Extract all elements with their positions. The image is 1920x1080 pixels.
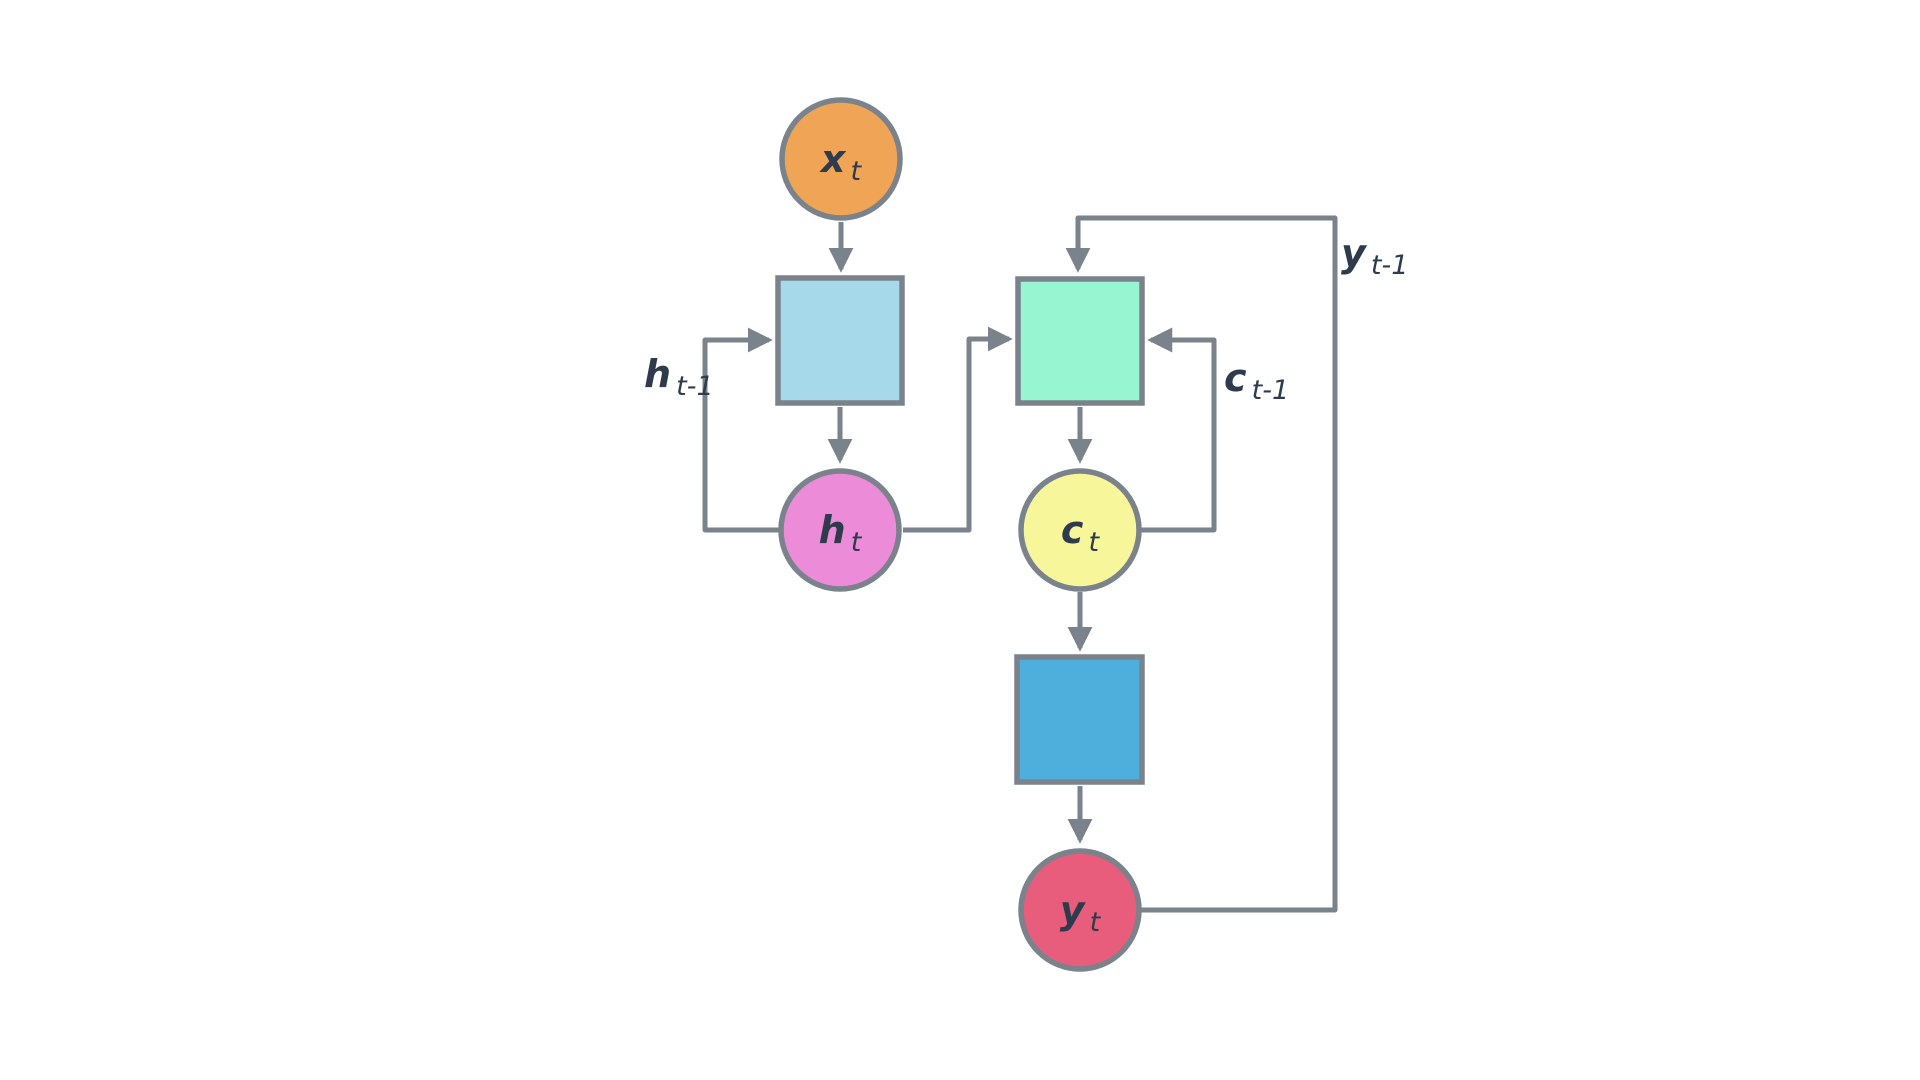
hidden-block-square — [775, 275, 905, 406]
label-xt: x t — [819, 137, 863, 187]
label-ht-sub: t — [851, 527, 863, 558]
label-y-prev: y t-1 — [1341, 231, 1408, 281]
label-ht: h t — [819, 508, 863, 558]
label-ct-main: c — [1061, 508, 1084, 552]
edge-ht-to-cell-block — [903, 326, 1013, 533]
edge-ct-feedback-loop — [1141, 327, 1217, 533]
label-ht-main: h — [819, 508, 846, 552]
label-h-prev-main: h — [644, 352, 671, 396]
label-ct-sub: t — [1089, 527, 1101, 558]
label-h-prev: h t-1 — [644, 352, 714, 402]
label-c-prev-main: c — [1224, 356, 1247, 400]
label-xt-main: x — [819, 137, 847, 181]
label-yt-sub: t — [1090, 907, 1102, 938]
label-h-prev-sub: t-1 — [676, 371, 714, 402]
node-yt-circle — [1018, 848, 1142, 972]
label-yt-main: y — [1060, 888, 1087, 932]
output-block-square — [1014, 654, 1145, 785]
label-c-prev: c t-1 — [1224, 356, 1289, 406]
label-c-prev-sub: t-1 — [1252, 375, 1290, 406]
cell-block-square — [1015, 276, 1145, 406]
label-y-prev-sub: t-1 — [1371, 250, 1409, 281]
label-y-prev-main: y — [1341, 231, 1368, 275]
edge-ht-feedback-loop — [702, 327, 780, 533]
label-ct: c t — [1061, 508, 1101, 558]
label-yt: y t — [1060, 888, 1102, 938]
edge-yt-feedback-loop — [1065, 215, 1338, 913]
node-ht-circle — [778, 468, 902, 592]
node-xt-circle — [779, 97, 903, 221]
node-ct-circle — [1018, 468, 1142, 592]
label-xt-sub: t — [851, 156, 863, 187]
